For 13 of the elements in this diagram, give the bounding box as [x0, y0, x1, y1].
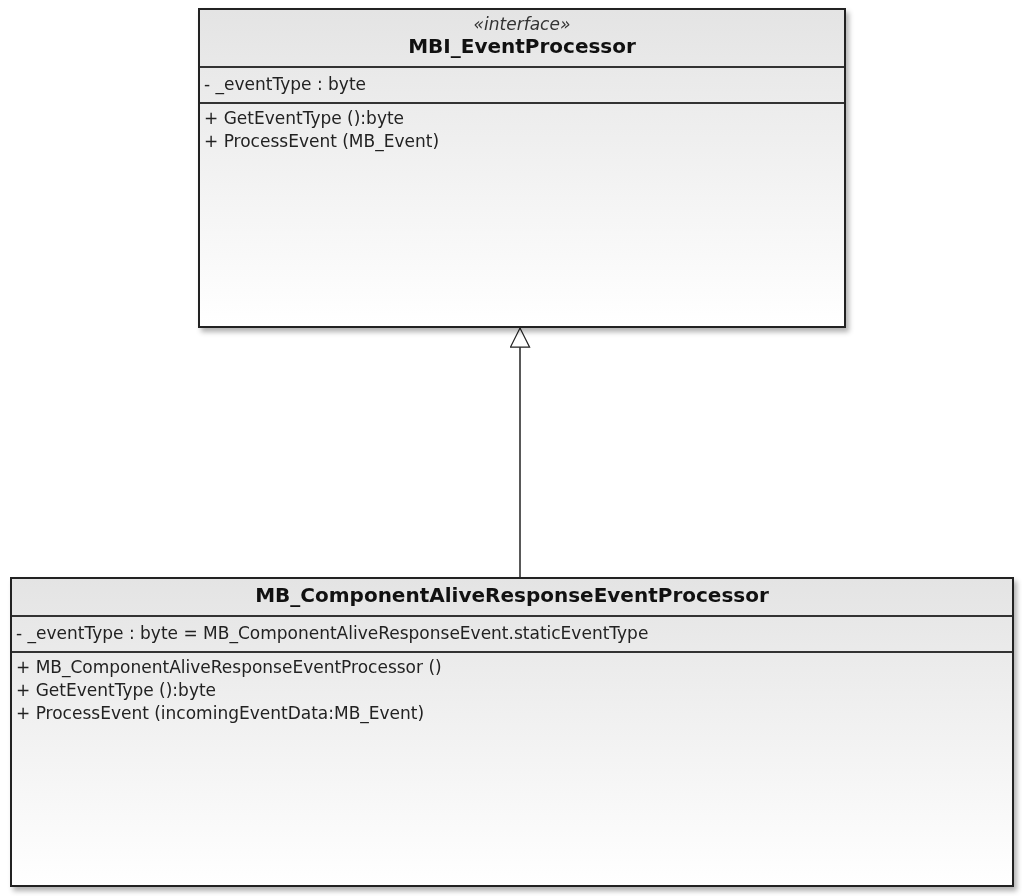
class-box [198, 8, 846, 328]
class-box [10, 577, 1014, 887]
operation-text: + ProcessEvent (incomingEventData:MB_Event) [16, 703, 426, 723]
operation-text: + MB_ComponentAliveResponseEventProcessor () [16, 657, 443, 677]
class-name: MB_ComponentAliveResponseEventProcessor [255, 583, 769, 607]
class-name: MBI_EventProcessor [408, 34, 636, 58]
operation-text: + GetEventType ():byte [204, 108, 406, 128]
operation-text: + GetEventType ():byte [16, 680, 218, 700]
attribute-text: - _eventType : byte [204, 74, 367, 94]
attribute-text: - _eventType : byte = MB_ComponentAliveResponseEvent.staticEventType [16, 623, 650, 643]
generalization-arrow [509, 327, 531, 578]
stereotype-label: «interface» [473, 14, 571, 34]
operation-text: + ProcessEvent (MB_Event) [204, 131, 441, 151]
